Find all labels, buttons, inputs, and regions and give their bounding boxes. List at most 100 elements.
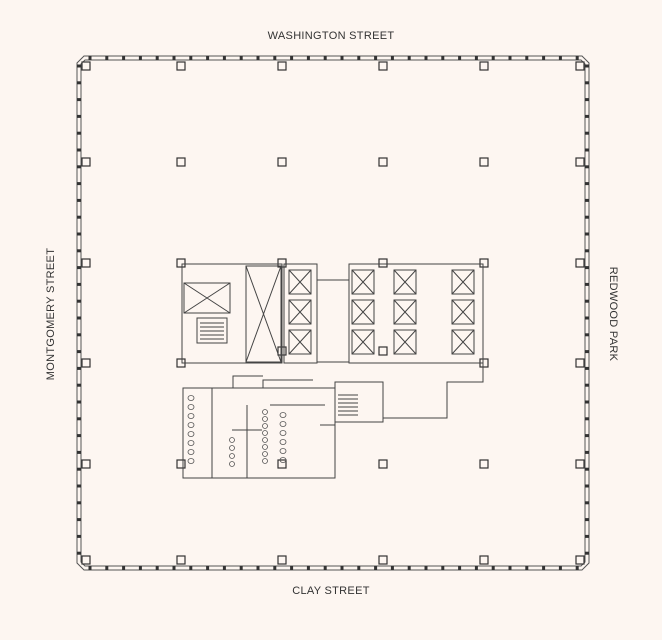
mullion (77, 551, 81, 555)
mullion (77, 98, 81, 102)
mullion (77, 81, 81, 85)
mullion (77, 383, 81, 387)
column (575, 555, 585, 565)
mullion (122, 566, 126, 570)
sink (262, 437, 268, 443)
facade-mullions (77, 56, 589, 570)
mullion (407, 56, 411, 60)
mullion (122, 56, 126, 60)
column (81, 157, 91, 167)
elevator-car-cross (451, 269, 475, 295)
column (176, 555, 186, 565)
mullion (575, 56, 579, 60)
mullion (222, 566, 226, 570)
elevator-car (288, 329, 312, 355)
mullion (585, 400, 589, 404)
column (575, 358, 585, 368)
street-label-south: CLAY STREET (292, 585, 370, 597)
mullion (542, 56, 546, 60)
mullion (323, 56, 327, 60)
mullion (474, 56, 478, 60)
mullion (77, 148, 81, 152)
mullion (585, 249, 589, 253)
toilet (279, 412, 287, 418)
toilet (279, 430, 287, 436)
mullion (585, 299, 589, 303)
mullion (585, 350, 589, 354)
mullion (374, 566, 378, 570)
mullion (77, 114, 81, 118)
mullion (458, 566, 462, 570)
mullion (585, 450, 589, 454)
column (277, 459, 287, 469)
mullion (290, 56, 294, 60)
column (575, 157, 585, 167)
mullion (105, 566, 109, 570)
mullion (357, 566, 361, 570)
sink (262, 423, 268, 429)
sink (262, 416, 268, 422)
building-core (181, 263, 484, 479)
column (277, 157, 287, 167)
mullion (474, 566, 478, 570)
mullion (172, 566, 176, 570)
mullion (77, 534, 81, 538)
freight-elevator-shaft (183, 282, 231, 314)
stair-east (334, 381, 384, 423)
mullion (77, 182, 81, 186)
elevator-car-cross (393, 299, 417, 325)
mullion (458, 56, 462, 60)
mullion (585, 484, 589, 488)
toilet (187, 413, 195, 419)
column (479, 459, 489, 469)
elevator-bank-1 (283, 263, 318, 364)
mullion (206, 566, 210, 570)
toilet (187, 458, 195, 464)
shaft (245, 265, 282, 363)
elevator-car-cross (351, 299, 375, 325)
mullion (585, 551, 589, 555)
mullion (77, 316, 81, 320)
toilet (187, 395, 195, 401)
elevator-car-cross (451, 299, 475, 325)
column (479, 258, 489, 268)
column (575, 61, 585, 71)
elevator-car (451, 329, 475, 355)
mullion (585, 467, 589, 471)
toilet (187, 404, 195, 410)
mullion (585, 282, 589, 286)
mullion (77, 215, 81, 219)
column (81, 61, 91, 71)
mullion (256, 56, 260, 60)
elevator-car (393, 269, 417, 295)
mullion (290, 566, 294, 570)
mullion (323, 566, 327, 570)
column (176, 258, 186, 268)
mullion (585, 434, 589, 438)
mullion (585, 131, 589, 135)
elevator-car-cross (451, 329, 475, 355)
mullion (585, 316, 589, 320)
mullion (585, 81, 589, 85)
mullion (155, 56, 159, 60)
mullion (77, 400, 81, 404)
toilet (279, 457, 287, 463)
restroom-fixtures (187, 395, 287, 467)
mullion (441, 566, 445, 570)
mullion (424, 566, 428, 570)
mullion (575, 566, 579, 570)
column (81, 459, 91, 469)
column (81, 555, 91, 565)
mullion (273, 56, 277, 60)
column (479, 555, 489, 565)
elevator-car (393, 299, 417, 325)
mullion (77, 282, 81, 286)
mullion (77, 350, 81, 354)
mullion (585, 383, 589, 387)
column (81, 258, 91, 268)
sink (262, 409, 268, 415)
elevator-car (351, 329, 375, 355)
column (575, 459, 585, 469)
mullion (77, 484, 81, 488)
mullion (558, 56, 562, 60)
